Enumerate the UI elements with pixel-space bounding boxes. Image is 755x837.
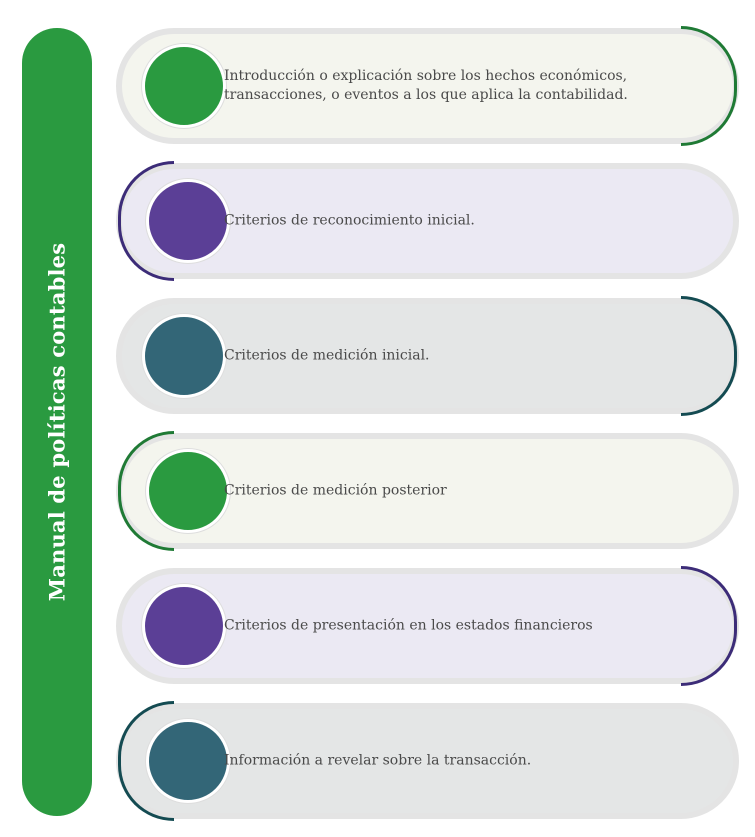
item-text: Criterios de medición inicial.: [224, 347, 430, 364]
list-item: Criterios de reconocimiento inicial.: [116, 161, 739, 281]
circle-icon: [146, 719, 230, 803]
list-item: Introducción o explicación sobre los hec…: [116, 26, 739, 146]
item-text: Criterios de medición posterior: [224, 482, 447, 499]
list-item: Criterios de medición posterior: [116, 431, 739, 551]
list-item: Criterios de presentación en los estados…: [116, 566, 739, 686]
item-text: Información a revelar sobre la transacci…: [224, 752, 532, 769]
list-item: Criterios de medición inicial.: [116, 296, 739, 416]
list-item: Información a revelar sobre la transacci…: [116, 701, 739, 821]
circle-icon: [146, 449, 230, 533]
item-text: Criterios de reconocimiento inicial.: [224, 212, 475, 229]
sidebar-banner: Manual de políticas contables: [22, 28, 92, 816]
circle-icon: [142, 584, 226, 668]
circle-icon: [146, 179, 230, 263]
item-text: Introducción o explicación sobre los hec…: [224, 68, 628, 103]
circle-icon: [142, 314, 226, 398]
circle-icon: [142, 44, 226, 128]
item-text: Criterios de presentación en los estados…: [224, 617, 593, 634]
sidebar-title: Manual de políticas contables: [44, 242, 70, 602]
